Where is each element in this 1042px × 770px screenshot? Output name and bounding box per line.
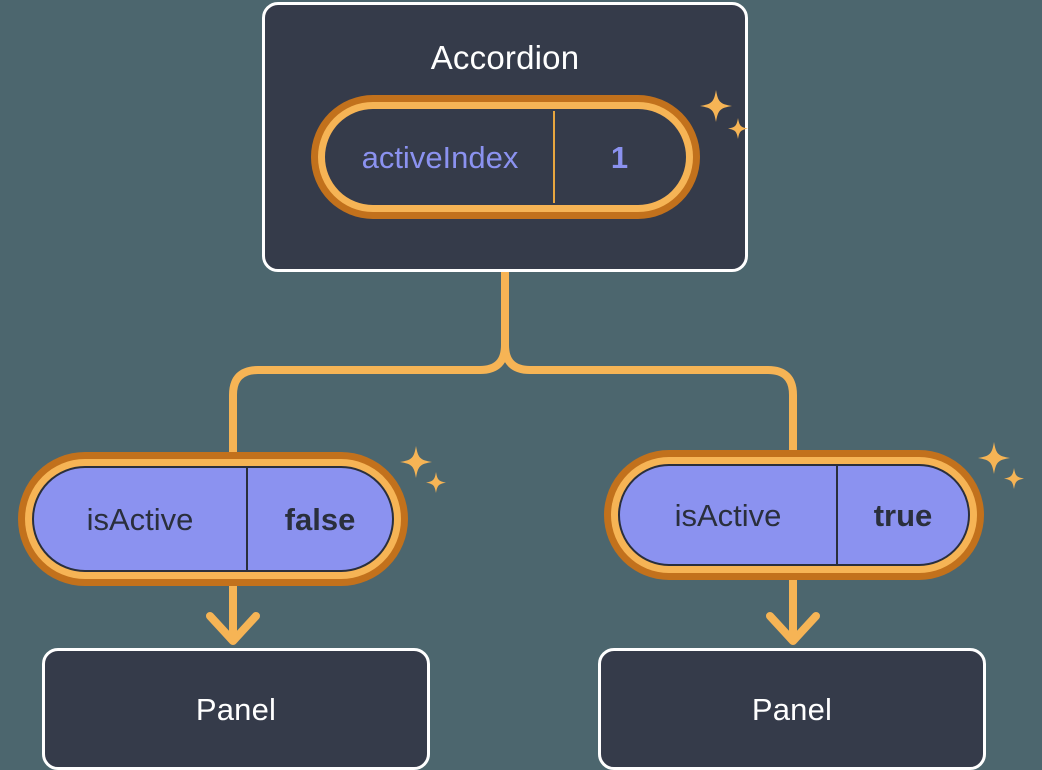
- wire-branch-left: [229, 341, 509, 456]
- state-value-isactive-left: false: [246, 468, 392, 570]
- arrowhead-right: [766, 612, 820, 645]
- panel-title-left: Panel: [195, 691, 277, 727]
- state-key-isactive-left: isActive: [86, 501, 194, 537]
- pill-ring: isActive true: [611, 457, 977, 573]
- sparkles-icon-right: [972, 436, 1036, 500]
- state-key-isactive-right: isActive: [674, 497, 782, 533]
- pill-body: isActive false: [32, 466, 394, 572]
- wire-branch-right: [501, 341, 797, 454]
- panel-component-box-left: Panel: [42, 648, 430, 770]
- pill-ring: isActive false: [25, 459, 401, 579]
- state-pill-activeindex[interactable]: activeIndex 1: [311, 95, 700, 219]
- pill-body: activeIndex 1: [325, 109, 686, 205]
- state-pill-isactive-false[interactable]: isActive false: [18, 452, 408, 586]
- state-value-isactive-right: true: [836, 466, 968, 564]
- state-key-activeindex: activeIndex: [327, 111, 555, 203]
- state-pill-isactive-true[interactable]: isActive true: [604, 450, 984, 580]
- pill-body: isActive true: [618, 464, 970, 566]
- accordion-title: Accordion: [430, 39, 580, 76]
- pill-ring: activeIndex 1: [318, 102, 693, 212]
- panel-title-right: Panel: [751, 691, 833, 727]
- panel-component-box-right: Panel: [598, 648, 986, 770]
- state-value-activeindex: 1: [610, 139, 629, 175]
- arrowhead-left: [206, 612, 260, 645]
